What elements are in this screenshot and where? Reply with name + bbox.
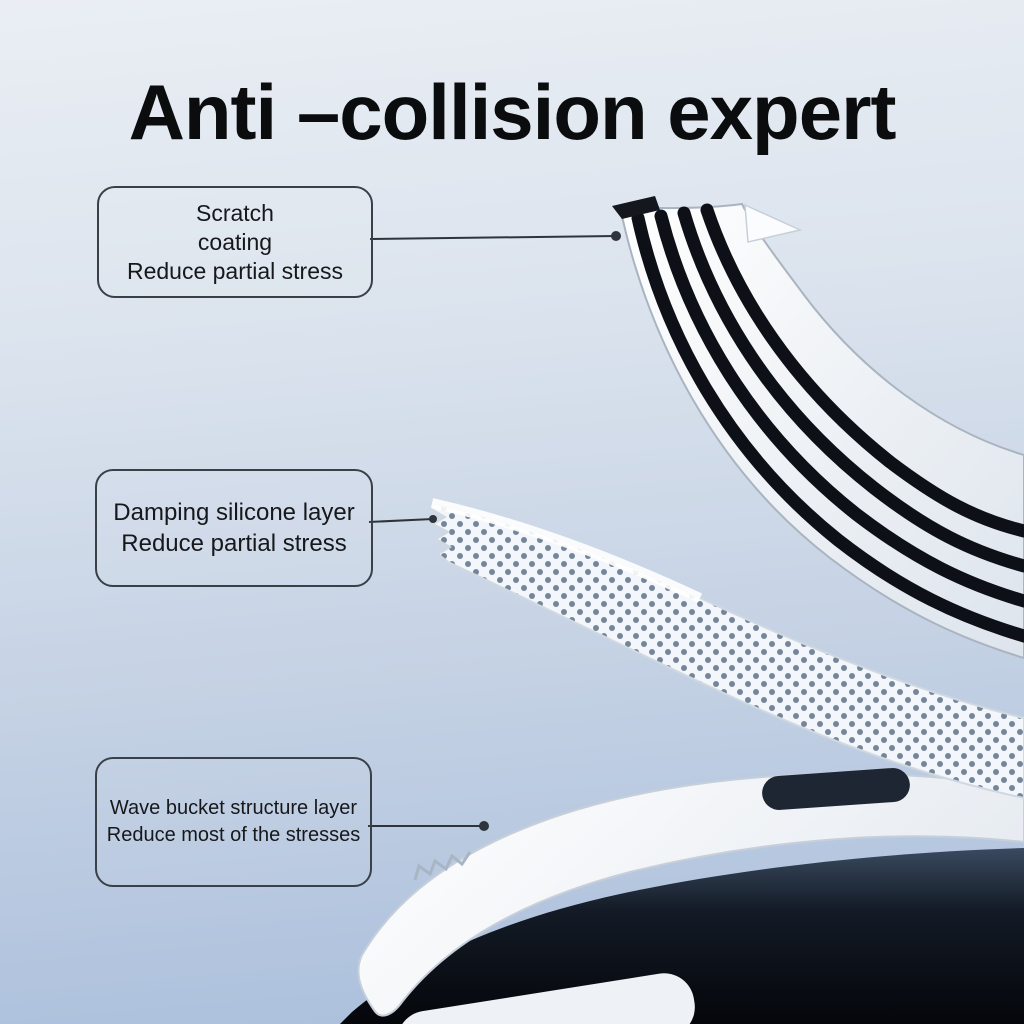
callout-line: Reduce partial stress	[126, 257, 344, 284]
wave-bucket-structure-layer	[357, 768, 1024, 1017]
serrated-edge	[413, 851, 472, 881]
leader-lines	[368, 231, 621, 831]
callout-line: Reduce partial stress	[121, 530, 347, 557]
bottom-inner-layer	[397, 973, 695, 1024]
callout-line: Damping silicone layer	[113, 499, 355, 526]
stripe-4	[700, 203, 1024, 538]
leader-line-scratch-coating	[369, 235, 617, 240]
scratch-coating-layer	[612, 196, 1024, 660]
callout-line: Wave bucket structure layer	[109, 797, 358, 819]
band-tip-flap	[744, 203, 803, 243]
leader-line-damping-silicone	[368, 518, 434, 523]
slot-cutout	[762, 768, 910, 810]
stripe-1	[631, 211, 1024, 643]
damping-silicone-mesh-layer	[429, 498, 1024, 800]
stripe-3	[677, 206, 1024, 573]
page-title: Anti –collision expert	[128, 68, 897, 157]
callout-line: Scratch	[196, 199, 274, 226]
callout-line: coating	[197, 228, 273, 255]
leader-dot-wave-bucket	[479, 821, 489, 831]
leader-dot-damping-silicone	[429, 515, 437, 523]
callout-scratch-coating: Scratch coating Reduce partial stress	[97, 186, 373, 298]
leader-dot-scratch-coating	[611, 231, 621, 241]
mesh-leading-edge	[430, 498, 703, 603]
callout-damping-silicone: Damping silicone layer Reduce partial st…	[95, 469, 373, 587]
callout-line: Reduce most of the stresses	[106, 824, 361, 846]
device-base	[340, 848, 1024, 1024]
callout-wave-bucket: Wave bucket structure layer Reduce most …	[95, 757, 372, 887]
band-tip-dark	[612, 196, 660, 219]
stripe-2	[654, 209, 1024, 608]
